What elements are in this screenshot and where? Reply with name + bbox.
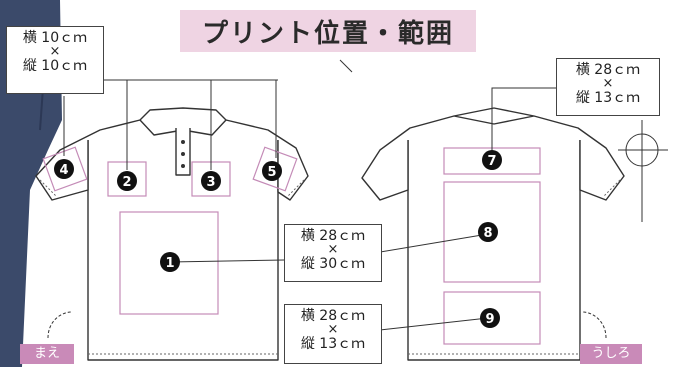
registration-mark bbox=[618, 120, 668, 222]
back-left-sleeve bbox=[361, 115, 455, 201]
size-times-text: × bbox=[327, 322, 339, 337]
front-collar bbox=[139, 107, 227, 136]
back-label: うしろ bbox=[580, 344, 642, 364]
size-box-front-body: 横 28ｃｍ × 縦 30ｃｍ bbox=[284, 224, 382, 282]
marker-3: 3 bbox=[201, 171, 221, 191]
marker-9: 9 bbox=[480, 308, 500, 328]
front-turn-arrow bbox=[47, 311, 73, 339]
front-right-sleeve bbox=[225, 119, 309, 201]
svg-text:5: 5 bbox=[267, 165, 276, 180]
marker-4: 4 bbox=[54, 159, 74, 179]
size-times-text: × bbox=[327, 242, 339, 257]
leader-1 bbox=[169, 259, 285, 263]
size-box-back-hem: 横 28ｃｍ × 縦 13ｃｍ bbox=[284, 304, 382, 364]
back-body-outline bbox=[407, 140, 581, 361]
marker-2: 2 bbox=[117, 171, 137, 191]
markers: 1 2 3 4 5 7 8 9 bbox=[54, 150, 502, 328]
size-width-text: 横 10ｃｍ bbox=[22, 30, 88, 46]
back-shirt bbox=[361, 107, 625, 361]
title-pointer bbox=[339, 59, 353, 73]
page-title: プリント位置・範囲 bbox=[180, 10, 476, 52]
size-box-back-neck: 横 28ｃｍ × 縦 13ｃｍ bbox=[556, 58, 660, 116]
front-button-1 bbox=[181, 140, 185, 144]
size-height-text: 縦 13ｃｍ bbox=[300, 336, 366, 352]
front-shirt bbox=[35, 107, 309, 361]
size-width-text: 横 28ｃｍ bbox=[575, 62, 641, 78]
leader-9 bbox=[379, 317, 489, 331]
marker-7: 7 bbox=[482, 150, 502, 170]
svg-text:9: 9 bbox=[485, 312, 494, 327]
print-area-9 bbox=[443, 291, 541, 345]
svg-text:1: 1 bbox=[165, 256, 174, 271]
size-times-text: × bbox=[602, 76, 614, 91]
back-turn-arrow bbox=[581, 311, 607, 339]
marker-5: 5 bbox=[262, 161, 282, 181]
front-placket bbox=[175, 128, 191, 176]
front-button-3 bbox=[181, 164, 185, 168]
print-area-8 bbox=[443, 181, 541, 283]
svg-text:4: 4 bbox=[59, 163, 68, 178]
svg-text:3: 3 bbox=[206, 175, 215, 190]
print-area-4 bbox=[42, 146, 88, 192]
size-height-text: 縦 10ｃｍ bbox=[22, 58, 88, 74]
size-width-text: 横 28ｃｍ bbox=[300, 308, 366, 324]
back-collar bbox=[453, 107, 535, 125]
front-button-2 bbox=[181, 152, 185, 156]
front-left-sleeve bbox=[35, 119, 141, 201]
size-times-text: × bbox=[49, 44, 61, 59]
back-right-sleeve bbox=[533, 115, 625, 201]
front-label: まえ bbox=[20, 344, 74, 364]
size-height-text: 縦 13ｃｍ bbox=[575, 90, 641, 106]
print-area-5 bbox=[252, 146, 298, 192]
leader-7 bbox=[491, 87, 556, 154]
svg-text:7: 7 bbox=[487, 154, 496, 169]
size-height-text: 縦 30ｃｍ bbox=[300, 256, 366, 272]
svg-text:2: 2 bbox=[122, 175, 131, 190]
print-area-1 bbox=[119, 211, 219, 315]
marker-8: 8 bbox=[478, 222, 498, 242]
marker-1: 1 bbox=[160, 252, 180, 272]
svg-text:8: 8 bbox=[483, 226, 492, 241]
size-box-sleeve-chest: 横 10ｃｍ × 縦 10ｃｍ bbox=[6, 26, 104, 94]
size-width-text: 横 28ｃｍ bbox=[300, 228, 366, 244]
leader-8 bbox=[379, 233, 489, 253]
